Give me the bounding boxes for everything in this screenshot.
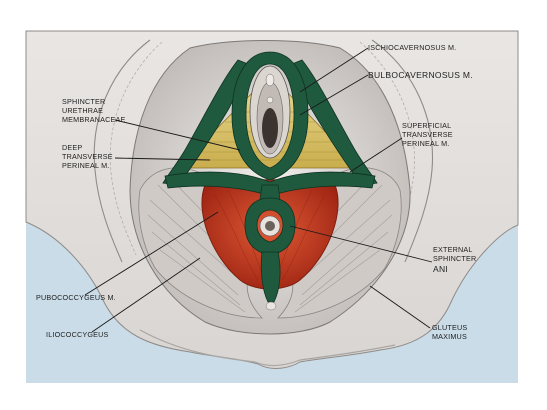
label-sphincter-urethrae-1: SPHINCTER bbox=[62, 97, 105, 106]
label-external-sphincter-2: SPHINCTER bbox=[433, 254, 476, 263]
superficial-transverse-perineal-muscle bbox=[164, 171, 376, 197]
label-bulbocavernosus: BULBOCAVERNOSUS M. bbox=[368, 70, 473, 80]
green-muscles bbox=[162, 51, 378, 303]
anus bbox=[259, 215, 281, 237]
vulva bbox=[249, 65, 291, 159]
bulbocavernosus-muscle bbox=[231, 51, 309, 181]
label-iliococcygeus: ILIOCOCCYGEUS bbox=[46, 330, 109, 339]
label-ischiocavernosus: ISCHIOCAVERNOSUS M. bbox=[368, 43, 456, 52]
label-external-sphincter-1: EXTERNAL bbox=[433, 245, 473, 254]
label-pubococcygeus: PUBOCOCCYGEUS M. bbox=[36, 293, 116, 302]
label-sphincter-urethrae-3: MEMBRANACEAE bbox=[62, 115, 126, 124]
leader-lines bbox=[84, 47, 433, 333]
label-deep-transverse-1: DEEP bbox=[62, 143, 82, 152]
label-superficial-transverse-1: SUPERFICIAL bbox=[402, 121, 451, 130]
coccyx bbox=[265, 301, 277, 311]
label-superficial-transverse-2: TRANSVERSE bbox=[402, 130, 453, 139]
label-gluteus-maximus-1: GLUTEUS bbox=[432, 323, 467, 332]
label-superficial-transverse-3: PERINEAL M. bbox=[402, 139, 449, 148]
label-gluteus-maximus-2: MAXIMUS bbox=[432, 332, 467, 341]
label-sphincter-urethrae-2: URETHRAE bbox=[62, 106, 103, 115]
label-deep-transverse-3: PERINEAL M. bbox=[62, 161, 109, 170]
label-external-sphincter-3: ANI bbox=[433, 264, 448, 274]
label-deep-transverse-2: TRANSVERSE bbox=[62, 152, 113, 161]
